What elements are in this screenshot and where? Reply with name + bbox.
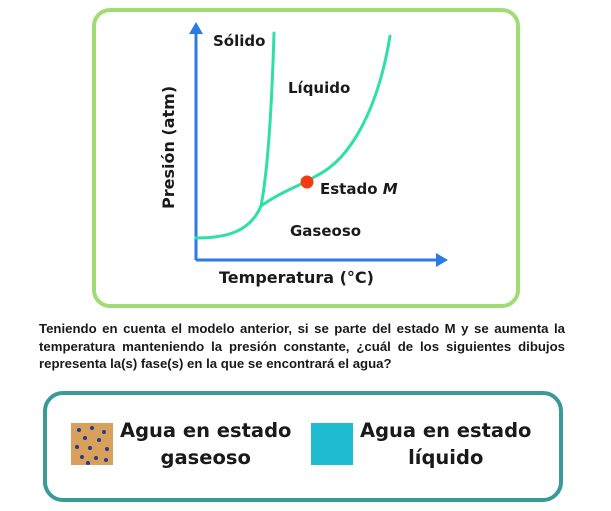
gas-particle	[75, 445, 79, 449]
legend-gas-line2: gaseoso	[160, 446, 251, 469]
question-text: Teniendo en cuenta el modelo anterior, s…	[39, 321, 565, 371]
region-label-gas: Gaseoso	[290, 222, 361, 240]
region-label-liquid: Líquido	[288, 79, 350, 97]
x-axis-arrow-icon	[436, 253, 448, 267]
y-axis-arrow-icon	[189, 22, 203, 34]
gas-particle	[90, 426, 94, 430]
gas-particle	[105, 447, 109, 451]
state-m-label: Estado M	[320, 180, 398, 198]
legend-item-liquid: Agua en estado líquido	[311, 417, 531, 471]
gas-particle	[94, 456, 98, 460]
legend-label-gas: Agua en estado gaseoso	[120, 417, 291, 471]
y-axis-label: Presión (atm)	[159, 86, 178, 209]
gas-particle	[77, 428, 81, 432]
legend-box: Agua en estado gaseoso Agua en estado lí…	[43, 391, 563, 502]
gas-particle	[88, 446, 92, 450]
x-axis-label: Temperatura (°C)	[219, 268, 374, 287]
vaporization-curve	[259, 34, 392, 208]
gas-particle	[80, 455, 84, 459]
sublimation-curve	[194, 204, 263, 240]
region-label-solid: Sólido	[213, 32, 265, 50]
gas-particle	[83, 436, 87, 440]
legend-liquid-line1: Agua en estado	[360, 419, 532, 442]
state-m-point	[300, 175, 314, 189]
legend-gas-line1: Agua en estado	[120, 419, 292, 442]
legend-label-liquid: Agua en estado líquido	[360, 417, 531, 471]
state-m-label-prefix: Estado	[320, 180, 383, 198]
gas-particle	[102, 430, 106, 434]
gas-particle	[97, 438, 101, 442]
phase-diagram: Sólido Líquido Gaseoso Estado M Temperat…	[159, 22, 448, 287]
legend-item-gas: Agua en estado gaseoso	[71, 417, 291, 471]
diagram-frame	[92, 8, 520, 308]
legend-liquid-line2: líquido	[408, 446, 484, 469]
liquid-swatch-icon	[311, 423, 353, 465]
gas-swatch-icon	[71, 423, 113, 465]
state-m-label-name: M	[383, 180, 398, 198]
fusion-curve	[259, 31, 276, 208]
gas-particle	[104, 458, 108, 462]
gas-particle	[86, 461, 90, 465]
